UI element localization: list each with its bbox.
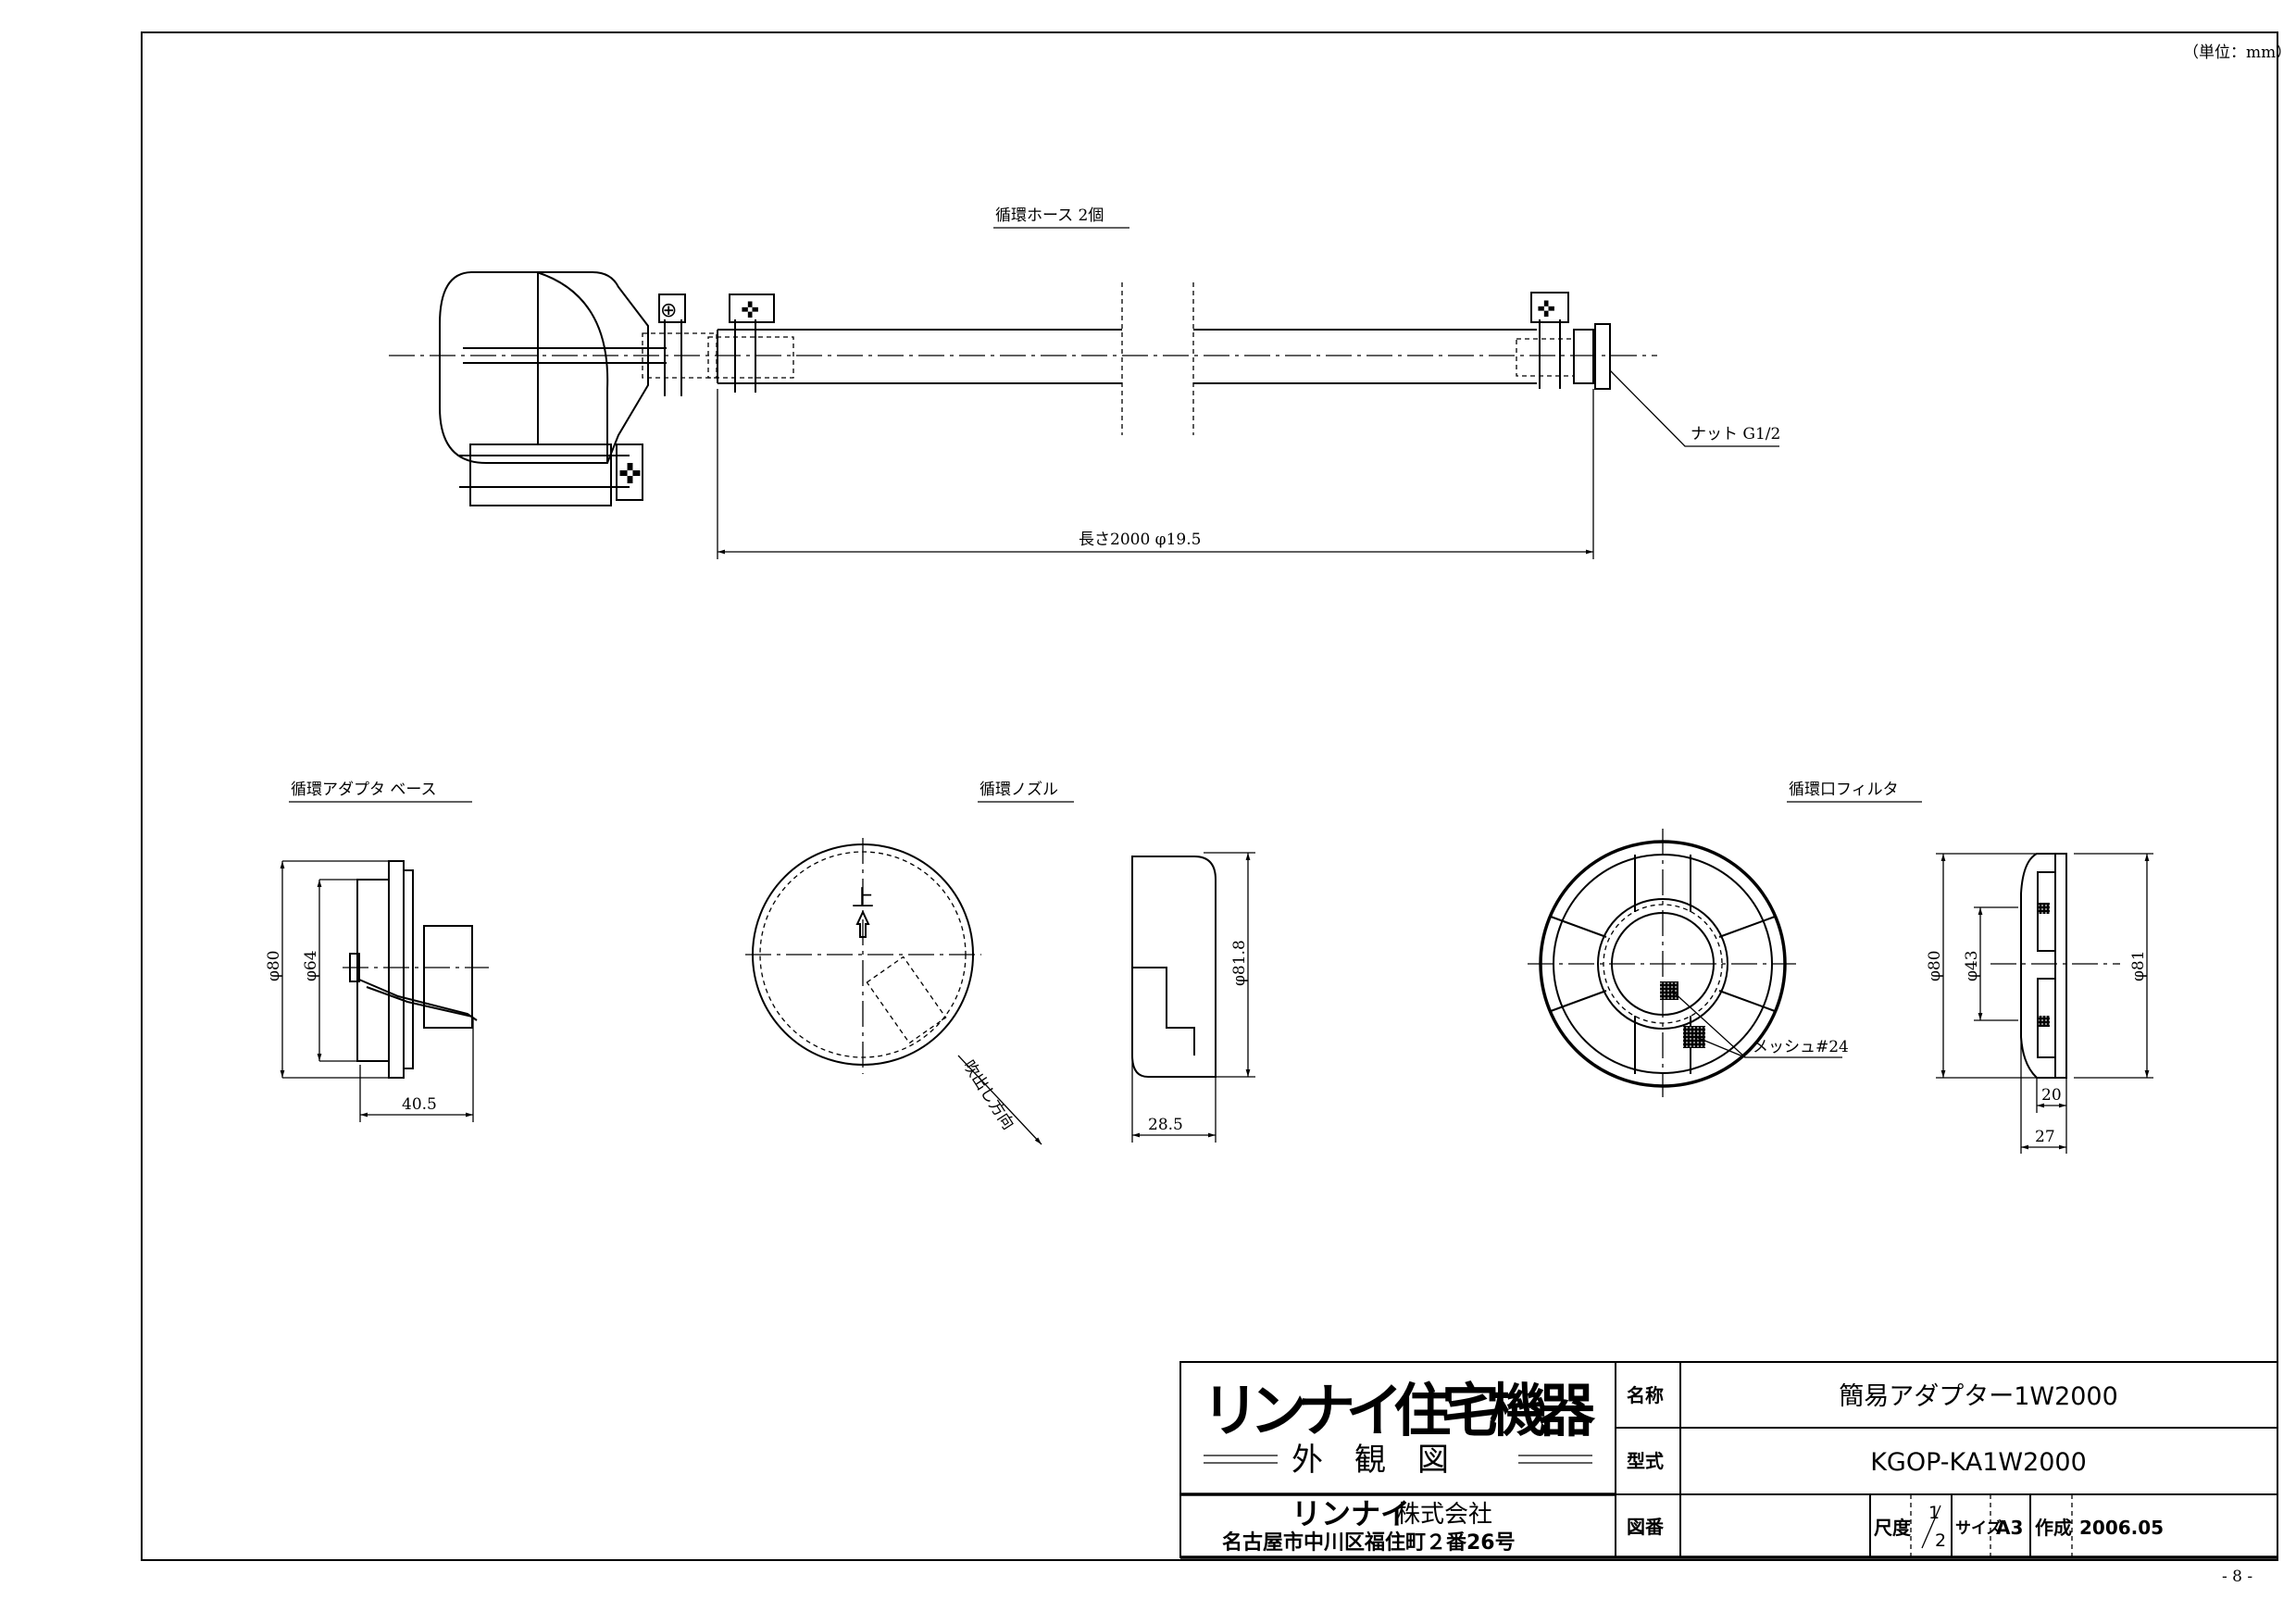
product-name: 簡易アダプター1W2000 [1839, 1382, 2118, 1411]
svg-text:φ64: φ64 [302, 950, 320, 981]
title-block: リンナイ住宅機器 外 観 図 リンナイ 株式会社 名古屋市中川区福住町２番26号… [1179, 1361, 2278, 1559]
svg-text:φ81: φ81 [2129, 950, 2148, 981]
adapter-base-view: 循環アダプタ ベース φ80 φ64 40.5 [265, 781, 489, 1122]
brand-logo: リンナイ住宅機器 [1202, 1377, 1596, 1444]
svg-text:尺度: 尺度 [1874, 1517, 1912, 1539]
company-address: 名古屋市中川区福住町２番26号 [1222, 1530, 1516, 1555]
adapter-base-title: 循環アダプタ ベース [291, 781, 437, 799]
svg-text:型式: 型式 [1627, 1450, 1664, 1472]
unit-note: （単位：mm） [2183, 44, 2291, 62]
svg-text:✜: ✜ [741, 297, 759, 323]
svg-text:φ43: φ43 [1963, 950, 1981, 981]
created-date: 2006.05 [2079, 1517, 2164, 1539]
svg-text:φ80: φ80 [265, 950, 283, 981]
drawing-type: 外 観 図 [1292, 1442, 1449, 1479]
svg-text:27: 27 [2035, 1128, 2055, 1146]
nut-label: ナット G1/2 [1691, 425, 1780, 443]
up-mark: 上 [852, 885, 874, 911]
nozzle-view: 循環ノズル 上 吹出し方向 φ81.8 28.5 [745, 781, 1255, 1145]
direction-label: 吹出し方向 [959, 1057, 1017, 1133]
hose-length-dim: 長さ2000 φ19.5 [1079, 531, 1201, 549]
filter-title: 循環口フィルタ [1789, 781, 1899, 799]
svg-text:1: 1 [1928, 1503, 1940, 1523]
hose-view-title: 循環ホース 2個 [995, 206, 1104, 225]
model-number: KGOP-KA1W2000 [1870, 1448, 2087, 1477]
company-suffix: 株式会社 [1396, 1501, 1492, 1529]
svg-text:作成: 作成 [2035, 1517, 2072, 1539]
svg-text:φ81.8: φ81.8 [1230, 940, 1249, 986]
svg-text:40.5: 40.5 [402, 1095, 437, 1114]
svg-text:名称: 名称 [1627, 1384, 1664, 1406]
paper-size: A3 [1996, 1517, 2023, 1539]
company-brand: リンナイ [1292, 1496, 1410, 1531]
mesh-label: メッシュ#24 [1753, 1038, 1849, 1056]
hose-view: 循環ホース 2個 ✜ ⊕ ✜ ✜ [389, 206, 1780, 559]
svg-text:⊕: ⊕ [660, 299, 677, 322]
drawing-border [141, 31, 2278, 1561]
filter-view: 循環口フィルタ メッシュ#24 φ80 φ43 φ81 20 [1528, 781, 2153, 1154]
page-number: - 8 - [2222, 1568, 2252, 1586]
svg-text:2: 2 [1935, 1530, 1946, 1551]
svg-text:φ80: φ80 [1926, 950, 1944, 981]
svg-text:20: 20 [2041, 1086, 2062, 1105]
nozzle-title: 循環ノズル [980, 781, 1058, 799]
svg-text:図番: 図番 [1627, 1516, 1665, 1538]
svg-text:サイズ: サイズ [1955, 1518, 2003, 1538]
svg-text:28.5: 28.5 [1148, 1116, 1183, 1134]
svg-text:✜: ✜ [1537, 296, 1555, 322]
svg-text:✜: ✜ [618, 458, 642, 491]
